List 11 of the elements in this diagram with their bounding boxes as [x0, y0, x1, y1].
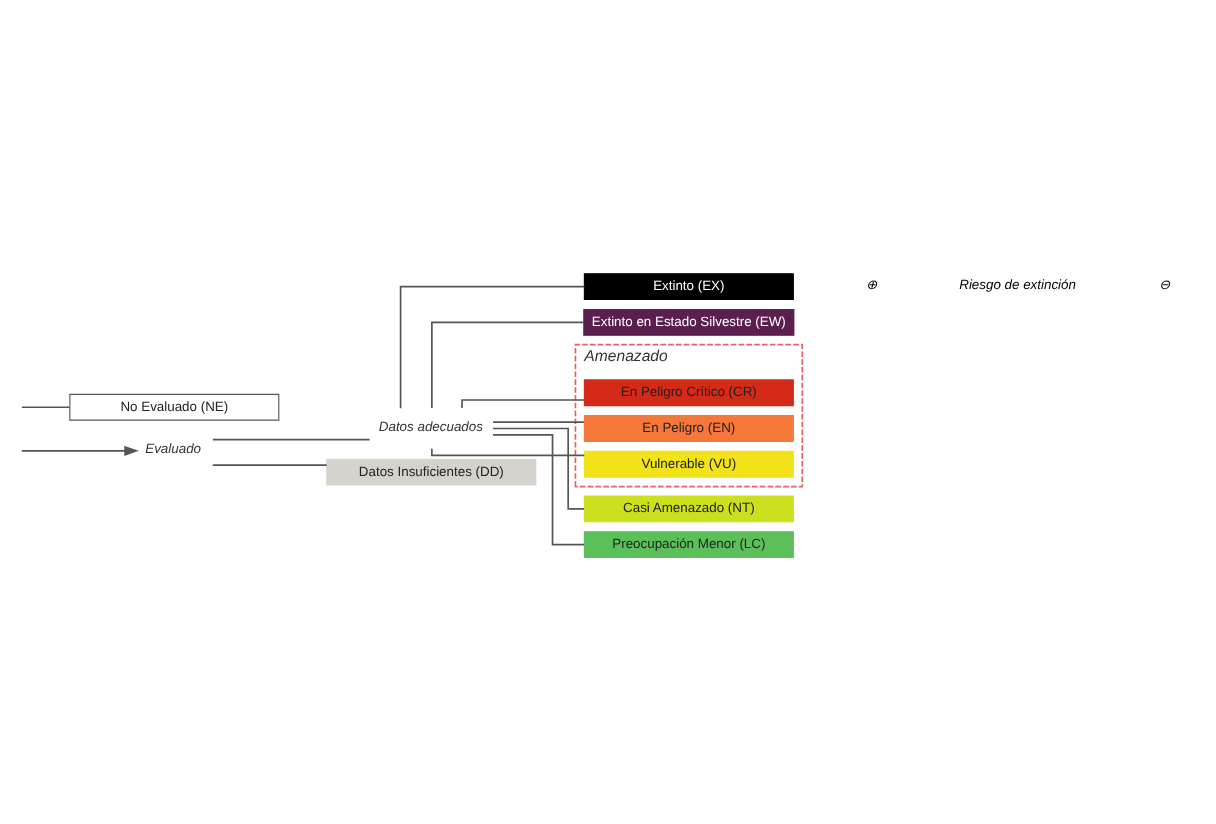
connector	[431, 321, 585, 409]
connector	[492, 427, 585, 510]
connector	[399, 285, 586, 409]
connector	[492, 434, 585, 546]
connector	[211, 464, 328, 466]
connector	[461, 399, 585, 409]
arrow	[21, 445, 139, 456]
connector	[211, 438, 371, 441]
connector	[492, 421, 585, 423]
connector	[21, 406, 71, 409]
connector	[431, 447, 586, 457]
